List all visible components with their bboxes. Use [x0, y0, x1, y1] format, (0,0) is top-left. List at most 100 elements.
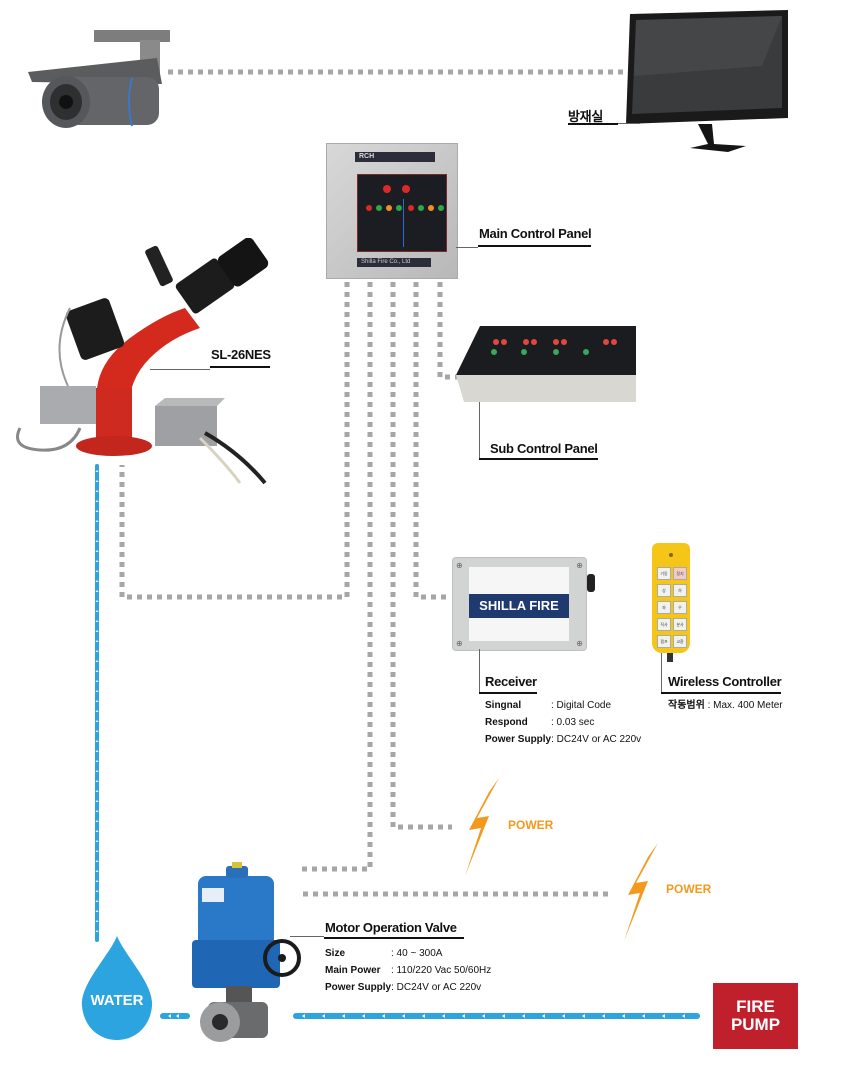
water-flow-arrow [95, 600, 99, 602]
water-flow-arrow [602, 1014, 605, 1018]
cctv-camera-icon [28, 30, 170, 128]
valve-label: Motor Operation Valve [325, 920, 457, 935]
water-flow-arrow [95, 640, 99, 642]
sub-control-panel-icon [456, 326, 636, 402]
water-flow-arrow [562, 1014, 565, 1018]
nozzle-label: SL-26NES [211, 347, 271, 362]
water-flow-arrow [95, 830, 99, 832]
panel-bottom-plate: Shilla Fire Co., Ltd [357, 258, 431, 267]
receiver-badge: SHILLA FIRE [469, 594, 569, 618]
controller-range: 작동범위 : Max. 400 Meter [668, 700, 783, 711]
receiver-label-underline [479, 692, 537, 694]
receiver-specs: Singnal: Digital Code Respond: 0.03 sec … [485, 697, 641, 748]
water-flow-arrow [95, 670, 99, 672]
remote-button: 정지 [673, 567, 687, 580]
valve-label-underline [324, 937, 464, 939]
water-flow-arrow [95, 550, 99, 552]
receiver-spec-row: Power Supply: DC24V or AC 220v [485, 734, 642, 745]
water-flow-arrow [95, 780, 99, 782]
water-flow-arrow [95, 810, 99, 812]
receiver-label: Receiver [485, 674, 537, 689]
water-flow-arrow [95, 530, 99, 532]
water-flow-arrow [95, 800, 99, 802]
water-flow-arrow [95, 510, 99, 512]
receiver-spec-row: Respond: 0.03 sec [485, 717, 595, 728]
water-flow-arrow [95, 580, 99, 582]
signal-line-panel-receiver [413, 282, 450, 600]
water-flow-arrow [95, 790, 99, 792]
water-flow-arrow [95, 870, 99, 872]
receiver: SHILLA FIRE ⊕ ⊕ ⊕ ⊕ [452, 557, 595, 651]
water-flow-arrow [95, 660, 99, 662]
screw-icon: ⊕ [456, 639, 463, 648]
fire-monitor-nozzle-icon [16, 238, 269, 485]
motor-valve-icon [192, 862, 301, 1042]
lightning-bolt-icon [465, 778, 499, 876]
water-flow-arrow [382, 1014, 385, 1018]
power-label-1: POWER [508, 818, 554, 832]
water-flow-arrow [95, 750, 99, 752]
water-flow-arrow [422, 1014, 425, 1018]
water-flow-arrow [622, 1014, 625, 1018]
water-flow-arrow [95, 620, 99, 622]
water-flow-arrow [95, 680, 99, 682]
lightning-bolt-icon [624, 843, 658, 941]
water-flow-arrow [95, 650, 99, 652]
sub-panel-label: Sub Control Panel [490, 441, 598, 456]
water-flow-arrow [502, 1014, 505, 1018]
controller-leader [661, 653, 662, 693]
water-flow-arrow [95, 860, 99, 862]
water-flow-arrow [95, 910, 99, 912]
remote-button: 교환 [673, 635, 687, 648]
fire-pump: FIRE PUMP [713, 983, 798, 1049]
water-flow-arrow [462, 1014, 465, 1018]
water-flow-arrow [95, 890, 99, 892]
water-flow-arrow [95, 540, 99, 542]
water-label: WATER [90, 992, 144, 1009]
water-flow-arrow [95, 630, 99, 632]
nozzle-leader [150, 369, 210, 370]
signal-line-panel-subpanel [437, 282, 460, 380]
receiver-leader [479, 649, 480, 693]
screw-icon: ⊕ [456, 561, 463, 570]
screw-icon: ⊕ [576, 639, 583, 648]
monitor [622, 6, 792, 156]
water-flow-arrow [95, 760, 99, 762]
signal-line-panel-valve-a [300, 282, 373, 872]
sub-control-panel [456, 320, 636, 402]
nozzle-label-underline [210, 366, 270, 368]
water-flow-arrow [95, 470, 99, 472]
panel-face [357, 174, 447, 252]
main-panel-leader [456, 247, 478, 248]
water-flow-arrow [442, 1014, 445, 1018]
water-flow-arrow [682, 1014, 685, 1018]
water-flow-arrow [95, 480, 99, 482]
water-flow-arrow [95, 690, 99, 692]
water-source: WATER [80, 936, 154, 1042]
fire-pump-line2: PUMP [730, 1015, 781, 1034]
water-flow-arrow [302, 1014, 305, 1018]
sub-panel-leader [479, 402, 480, 458]
water-flow-arrow [95, 900, 99, 902]
receiver-spec-row: Singnal: Digital Code [485, 700, 612, 711]
water-flow-arrow [642, 1014, 645, 1018]
fire-pump-line1: FIRE [736, 997, 775, 1016]
water-flow-arrow [95, 820, 99, 822]
main-panel-label: Main Control Panel [479, 226, 592, 241]
water-flow-arrow [176, 1014, 179, 1018]
water-flow-arrow [95, 490, 99, 492]
valve-spec-row: Main Power: 110/220 Vac 50/60Hz [325, 965, 492, 976]
monitor-label-underline [568, 123, 618, 125]
water-flow-arrow [342, 1014, 345, 1018]
signal-line-panel-power [390, 282, 452, 830]
main-panel-label-underline [478, 245, 591, 247]
water-flow-arrow [95, 850, 99, 852]
water-flow-arrow [95, 920, 99, 922]
monitor-icon [626, 10, 788, 152]
valve-spec-row: Size: 40 ~ 300A [325, 948, 443, 959]
water-flow-arrow [95, 500, 99, 502]
monitor-label: 방재실 [568, 109, 603, 124]
controller-antenna [667, 653, 673, 662]
remote-button: 좌 [657, 601, 671, 614]
